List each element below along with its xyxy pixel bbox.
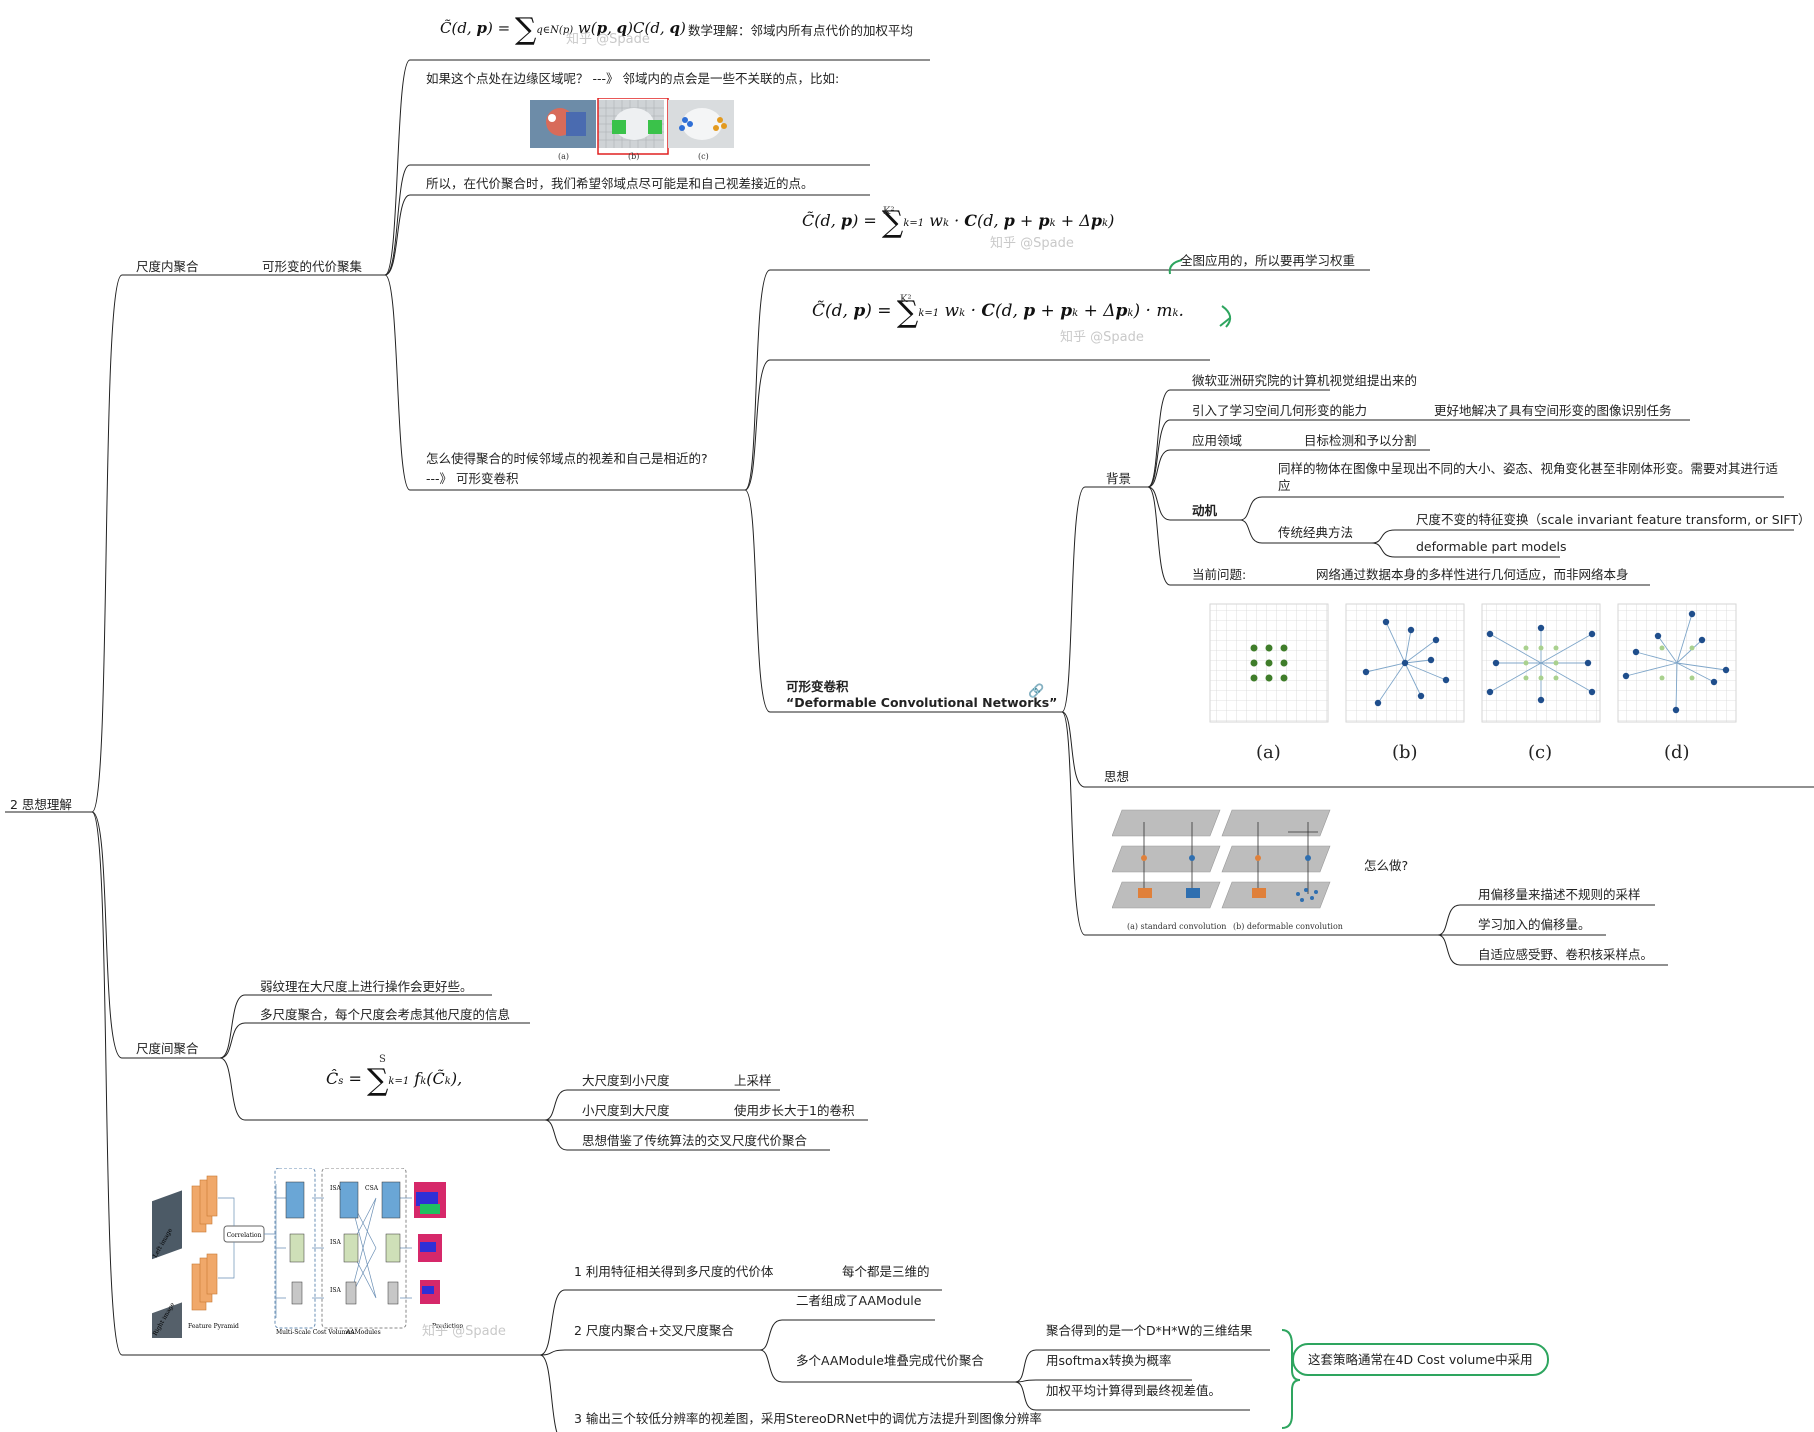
problem-detail[interactable]: 网络通过数据本身的多样性进行几何适应，而非网络本身 — [1316, 567, 1629, 582]
inter-small-to-large[interactable]: 小尺度到大尺度 — [582, 1103, 670, 1118]
correlation-label: Correlation — [227, 1232, 262, 1239]
watermark-2: 知乎 @Spade — [990, 236, 1074, 251]
edge-fig-caption-b: (b) — [628, 152, 640, 161]
stack-dhw[interactable]: 聚合得到的是一个D*H*W的三维结果 — [1046, 1323, 1253, 1338]
global-weight-note[interactable]: 全图应用的，所以要再学习权重 — [1180, 253, 1356, 268]
edge-question[interactable]: 如果这个点处在边缘区域呢？ ---》 邻域内的点会是一些不关联的点，比如: — [426, 71, 840, 86]
hope-statement[interactable]: 所以，在代价聚合时，我们希望邻域点尽可能是和自己视差接近的点。 — [426, 176, 814, 191]
idea-caption-d: (d) — [1664, 742, 1690, 763]
csa-label: CSA — [365, 1185, 379, 1192]
inter-weak-texture[interactable]: 弱纹理在大尺度上进行操作会更好些。 — [260, 979, 473, 994]
how-node[interactable]: 怎么做? — [1364, 858, 1409, 873]
aamodule-stack[interactable]: 多个AAModule堆叠完成代价聚合 — [796, 1353, 984, 1368]
formula-cross-scale: Ĉs = ∑k=1 fk(C̃k), — [326, 1063, 463, 1098]
deformable-conv-figure — [1112, 809, 1331, 909]
pipeline-step-2[interactable]: 2 尺度内聚合+交叉尺度聚合 — [574, 1323, 734, 1338]
watermark-4: 知乎 @Spade — [422, 1324, 506, 1339]
how-learn-offset[interactable]: 学习加入的偏移量。 — [1478, 917, 1591, 932]
link-icon[interactable]: 🔗 — [1028, 684, 1045, 699]
inter-upsample[interactable]: 上采样 — [734, 1073, 772, 1088]
multiscale-label: Multi-Scale Cost Volumes — [276, 1329, 354, 1336]
feature-pyramid-label: Feature Pyramid — [188, 1323, 239, 1330]
math-note[interactable]: 数学理解：邻域内所有点代价的加权平均 — [688, 23, 914, 38]
root-node[interactable]: 2 思想理解 — [10, 797, 72, 812]
background-node[interactable]: 背景 — [1106, 471, 1132, 486]
idea-caption-a: (a) — [1256, 742, 1281, 763]
isa-label-3: ISA — [330, 1287, 341, 1294]
inter-traditional[interactable]: 思想借鉴了传统算法的交叉尺度代价聚合 — [582, 1133, 808, 1148]
pipeline-step-1-detail[interactable]: 每个都是三维的 — [842, 1264, 930, 1279]
how-answer[interactable]: ---》 可形变卷积 — [426, 471, 519, 486]
how-fig-caption-a: (a) standard convolution — [1127, 922, 1227, 931]
edge-fig-caption-a: (a) — [558, 152, 570, 161]
how-fig-caption-b: (b) deformable convolution — [1233, 922, 1343, 931]
inter-scale-node[interactable]: 尺度间聚合 — [136, 1041, 199, 1056]
bg-current-problem[interactable]: 当前问题: — [1192, 567, 1247, 582]
sampling-grid-figure — [1209, 603, 1737, 723]
formula-upper-k2: K² — [883, 206, 895, 217]
stack-weighted-avg[interactable]: 加权平均计算得到最终视差值。 — [1046, 1383, 1222, 1398]
idea-caption-c: (c) — [1528, 742, 1553, 763]
stack-softmax[interactable]: 用softmax转换为概率 — [1046, 1353, 1172, 1368]
inter-large-to-small[interactable]: 大尺度到小尺度 — [582, 1073, 670, 1088]
watermark-3: 知乎 @Spade — [1060, 330, 1144, 345]
aanet-pipeline-figure: Correlation ISA ISA ISA CSA Feature Pyra… — [152, 1168, 464, 1338]
pipeline-step-2-detail[interactable]: 二者组成了AAModule — [796, 1293, 922, 1308]
motivation-detail[interactable]: 同样的物体在图像中呈现出不同的大小、姿态、视角变化甚至非刚体形变。需要对其进行适… — [1278, 461, 1779, 493]
idea-node[interactable]: 思想 — [1104, 769, 1130, 784]
formula-weighted-average: C̃(d, p) = ∑q∈N(p) w(p, q)C(d, q) — [440, 12, 686, 47]
bg-msra[interactable]: 微软亚洲研究院的计算机视觉组提出来的 — [1192, 373, 1418, 388]
watermark: 知乎 @Spade — [566, 32, 650, 47]
deformable-cost-node[interactable]: 可形变的代价聚集 — [262, 259, 363, 274]
how-adaptive[interactable]: 自适应感受野、卷积核采样点。 — [1478, 947, 1654, 962]
formula-modulated-sum: C̃(d, p) = ∑k=1 wk · C(d, p + pk + Δpk) … — [812, 295, 1184, 330]
isa-label-1: ISA — [330, 1185, 341, 1192]
intra-scale-node[interactable]: 尺度内聚合 — [136, 259, 199, 274]
formula-deformable-sum: C̃(d, p) = ∑k=1 wk · C(d, p + pk + Δpk) — [802, 205, 1115, 240]
dcn-paper-title[interactable]: “Deformable Convolutional Networks” — [786, 695, 1058, 710]
pipeline-step-1[interactable]: 1 利用特征相关得到多尺度的代价体 — [574, 1264, 774, 1279]
bg-motivation[interactable]: 动机 — [1192, 503, 1218, 518]
prediction-label: Prediction — [432, 1323, 464, 1330]
aamodules-label: AAModules — [345, 1329, 381, 1336]
bg-domain[interactable]: 应用领域 — [1192, 433, 1243, 448]
formula-upper-k2-2: K² — [900, 294, 912, 305]
pipeline-step-3[interactable]: 3 输出三个较低分辨率的视差图，采用StereoDRNet中的调优方法提升到图像… — [574, 1411, 1042, 1426]
summary-4d-cost-volume[interactable]: 这套策略通常在4D Cost volume中采用 — [1292, 1343, 1549, 1376]
how-offset[interactable]: 用偏移量来描述不规则的采样 — [1478, 887, 1641, 902]
traditional-sift[interactable]: 尺度不变的特征变换（scale invariant feature transf… — [1416, 512, 1811, 527]
formula-upper-s: S — [379, 1054, 386, 1065]
idea-caption-b: (b) — [1392, 742, 1418, 763]
bg-domain-detail[interactable]: 目标检测和予以分割 — [1304, 433, 1417, 448]
dcn-title[interactable]: 可形变卷积 — [786, 679, 849, 694]
how-question[interactable]: 怎么使得聚合的时候邻域点的视差和自己是相近的? — [426, 451, 708, 466]
edge-neighborhood-figure — [530, 98, 734, 155]
isa-label-2: ISA — [330, 1239, 341, 1246]
inter-multiscale[interactable]: 多尺度聚合，每个尺度会考虑其他尺度的信息 — [260, 1007, 511, 1022]
inter-strided-conv[interactable]: 使用步长大于1的卷积 — [734, 1103, 855, 1118]
bg-ability-detail[interactable]: 更好地解决了具有空间形变的图像识别任务 — [1434, 403, 1672, 418]
traditional-dpm[interactable]: deformable part models — [1416, 539, 1567, 554]
edge-fig-caption-c: (c) — [698, 152, 709, 161]
bg-ability[interactable]: 引入了学习空间几何形变的能力 — [1192, 403, 1368, 418]
traditional-methods[interactable]: 传统经典方法 — [1278, 525, 1354, 540]
